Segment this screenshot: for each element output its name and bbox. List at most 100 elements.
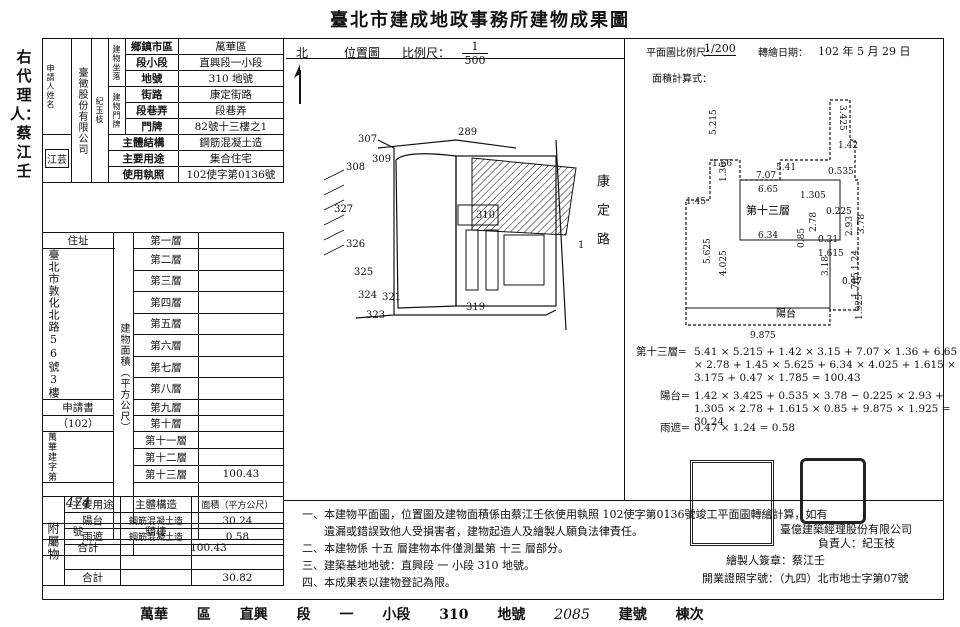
lot-321: 321 (382, 292, 401, 303)
note-1b: 遺漏或錯誤致他人受損害者，建物起造人及繪製人願負法律責任。 (324, 525, 643, 538)
lot-319: 319 (466, 302, 485, 313)
annex-struct-label: 主體構造 (120, 496, 192, 513)
drawer-signature: 繪製人簽章：蔡江壬 (726, 554, 825, 567)
annex-area-2: 0.58 (190, 528, 285, 545)
lot-325: 325 (354, 267, 373, 278)
annex-struct-1: 鋼筋混凝土造 (120, 512, 192, 529)
plan-scale: 1/200 (704, 42, 736, 56)
location-scale-label: 比例尺： (402, 46, 451, 60)
lot-289: 289 (458, 127, 477, 138)
apply-label: 申請書 (42, 399, 114, 416)
dim-3425: 3.425 (837, 105, 847, 131)
divider-notes-top (284, 500, 944, 501)
building-blocks (457, 204, 545, 291)
floor-label-10: 第十層 (133, 415, 199, 432)
lane-label: 段巷弄 (125, 102, 179, 119)
map-hatch-left (323, 169, 345, 256)
floor-value-13: 100.43 (198, 465, 284, 483)
apply-number-label: 萬華建字第 (42, 431, 114, 483)
address-value: 臺北市敦化北路56號3樓 (42, 248, 114, 400)
lot-1: 1 (578, 240, 584, 251)
dim-166: 1.66 (712, 159, 732, 169)
location-label: 建物坐落 (108, 38, 126, 87)
annex-empty (63, 544, 122, 570)
footer-district: 萬華 (140, 607, 168, 623)
annex-total: 30.82 (190, 569, 285, 586)
annex-empty-3 (190, 544, 285, 570)
lane-value: 段巷弄 (177, 102, 285, 119)
calc-balcony-label: 陽台= (660, 390, 690, 402)
footer: 萬華 區 直興 段 一 小段 310 地號 2085 建號 棟次 (140, 604, 840, 624)
area-label: 建物面積（平方公尺） (113, 232, 134, 524)
lot-324: 324 (358, 290, 377, 301)
dim-031: 0.31 (818, 235, 838, 245)
annex-empty-2 (120, 544, 192, 570)
permit-label: 使用執照 (108, 166, 179, 183)
lot-307: 307 (358, 134, 377, 145)
dim-1615: 1.615 (818, 249, 844, 259)
calc-f13-label: 第十三層= (636, 346, 687, 358)
dim-4025: 4.025 (719, 250, 729, 276)
calc-heading: 面積計算式： (652, 74, 712, 85)
floor-value-7 (198, 355, 284, 379)
permit-value: 102使字第0136號 (177, 166, 285, 183)
annex-area-1: 30.24 (190, 512, 285, 529)
dim-1785: 1.785 (851, 272, 861, 298)
floor-value-6 (198, 334, 284, 357)
annex-use-1: 陽台 (63, 512, 122, 529)
dim-665: 6.65 (758, 185, 778, 195)
plan-floor-label: 第十三層 (746, 203, 790, 217)
floor-label-5: 第五層 (133, 312, 199, 336)
floor-label-1: 第一層 (133, 232, 199, 249)
floor-label-2: 第二層 (133, 248, 199, 271)
footer-duan: 段 (296, 607, 311, 623)
target-parcel (471, 157, 577, 236)
location-scale-den: 500 (464, 54, 486, 67)
struct-value: 鋼筋混凝土造 (177, 134, 285, 151)
north-arrow (294, 64, 301, 104)
calc-rain: 0.47 × 1.24 = 0.58 (694, 422, 796, 434)
divider-vertical (624, 38, 625, 500)
dim-707: 7.07 (756, 171, 776, 181)
floor-value-8 (198, 377, 284, 400)
location-scale-num: 1 (462, 40, 488, 54)
apply-year: （102） (42, 415, 114, 432)
dim-541: 5.41 (776, 163, 796, 173)
floor-label-6: 第六層 (133, 334, 199, 357)
floor-value-3 (198, 269, 284, 293)
footer-building-label: 建號 (618, 607, 647, 623)
lot-323: 323 (366, 310, 385, 321)
dim-318: 3.18 (821, 256, 831, 276)
floor-value-10 (198, 415, 284, 432)
annex-use-label: 主要用途 (63, 496, 122, 513)
lot-308: 308 (346, 162, 365, 173)
location-title: 位置圖 (344, 46, 381, 60)
floor-label-12: 第十二層 (133, 448, 199, 466)
dim-378: 3.78 (857, 214, 867, 234)
floor-label-9: 第九層 (133, 399, 199, 416)
annex-label: 附屬物 (42, 496, 65, 586)
footer-small: 一 (339, 607, 354, 623)
section-value: 直興段一小段 (177, 54, 285, 71)
lot-327: 327 (334, 204, 353, 215)
plan-scale-label: 平面圖比例尺： (646, 48, 716, 59)
dim-293: 2.93 (845, 216, 855, 236)
floor-label-11: 第十一層 (133, 431, 199, 449)
company-name: 臺徵股份有限公司 (71, 38, 92, 183)
floor-value-2 (198, 248, 284, 271)
floor-label-4: 第四層 (133, 291, 199, 314)
no-label: 門牌 (125, 118, 179, 135)
dim-1925: 1.925 (855, 294, 865, 320)
annex-area-label: 面積（平方公尺） (190, 496, 285, 513)
plan-balcony-label: 陽台 (776, 307, 796, 320)
floor-value-11 (198, 431, 284, 449)
lot-326: 326 (346, 239, 365, 250)
seal-cell: 江芸 (42, 134, 72, 183)
page-title: 臺北市建成地政事務所建物成果圖 (330, 10, 630, 31)
divider-map-top (286, 58, 624, 59)
dim-085: 0.85 (797, 228, 807, 248)
plan-date-label: 轉繪日期： (758, 48, 808, 59)
lot-label: 地號 (125, 70, 179, 87)
lot-value: 310 地號 (177, 70, 285, 87)
